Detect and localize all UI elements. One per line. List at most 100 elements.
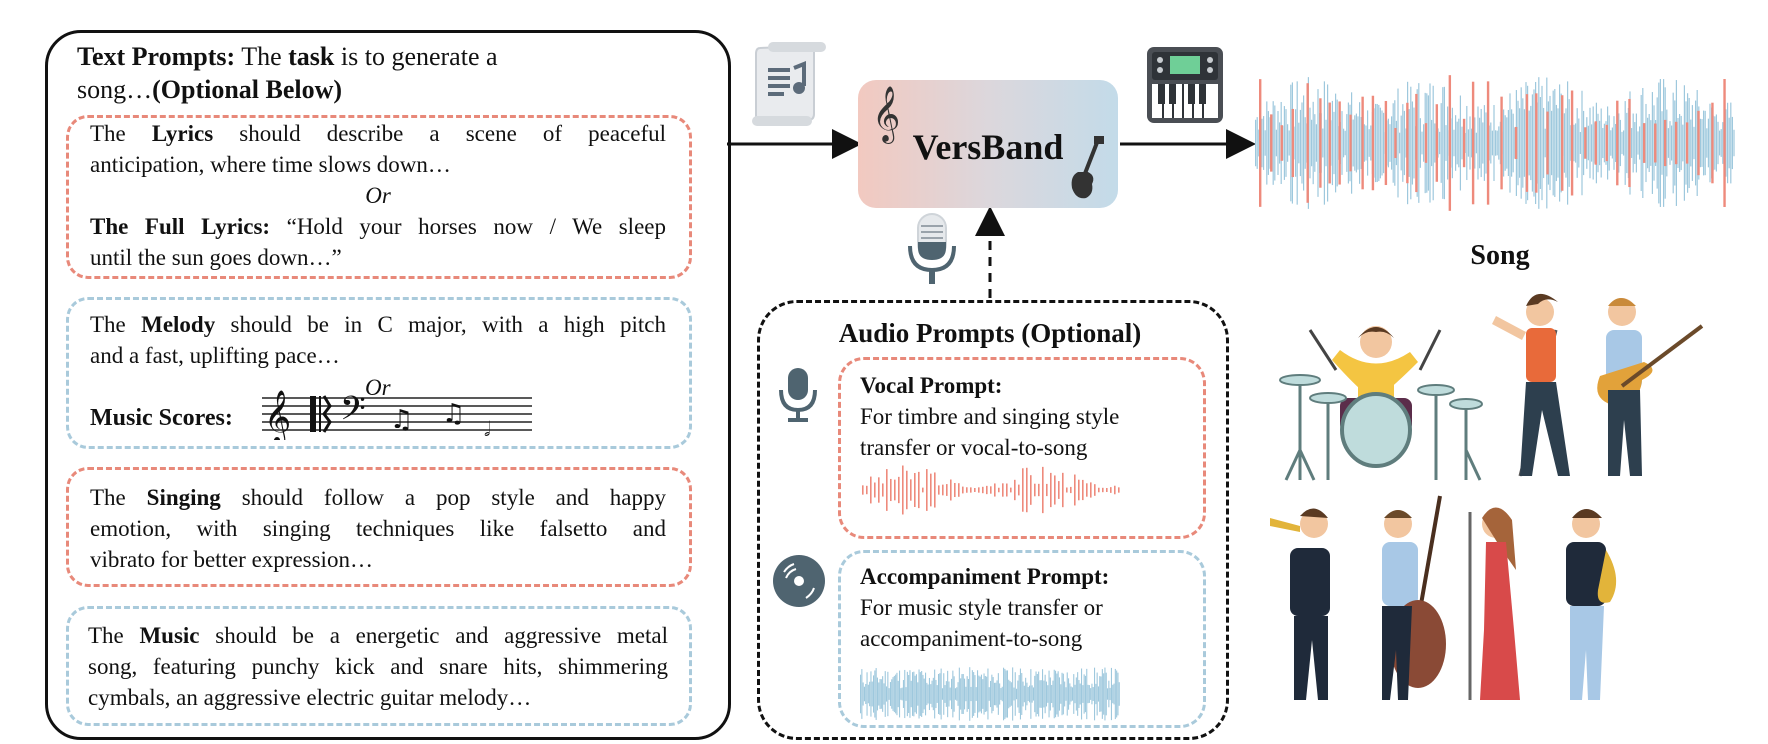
waveform-bar: [1092, 687, 1094, 701]
waveform-bar: [1677, 117, 1679, 169]
waveform-bar: [1605, 124, 1608, 162]
waveform-bar: [899, 670, 901, 718]
waveform-bar: [1299, 109, 1301, 177]
waveform-bar: [1058, 677, 1060, 711]
waveform-bar: [1097, 686, 1099, 702]
waveform-bar: [1109, 687, 1111, 701]
waveform-bar: [1539, 97, 1541, 189]
svg-text:♫: ♫: [390, 405, 413, 435]
waveform-bar: [914, 472, 916, 508]
waveform-bar: [1621, 131, 1623, 155]
text-prompts-header: Text Prompts: The task is to generate a …: [77, 42, 498, 104]
waveform-bar: [1264, 130, 1266, 156]
waveform-bar: [1272, 101, 1274, 185]
waveform-bar: [1086, 668, 1088, 720]
waveform-bar: [1429, 83, 1431, 203]
waveform-bar: [926, 682, 928, 706]
waveform-bar: [1498, 126, 1500, 160]
waveform-bar: [1003, 667, 1005, 721]
waveform-bar: [1034, 483, 1036, 497]
waveform-bar: [1453, 129, 1455, 157]
waveform-bar: [1628, 98, 1631, 188]
waveform-bar: [882, 483, 884, 497]
waveform-bar: [1010, 487, 1012, 493]
waveform-bar: [1114, 485, 1116, 495]
waveform-bar: [1014, 479, 1016, 501]
waveform-bar: [1084, 675, 1086, 713]
waveform-bar: [1070, 686, 1072, 702]
waveform-bar: [1634, 122, 1636, 164]
waveform-bar: [1730, 102, 1732, 184]
waveform-bar: [1038, 483, 1040, 497]
waveform-bar: [1017, 680, 1019, 708]
waveform-bar: [1448, 75, 1452, 211]
waveform-bar: [940, 668, 942, 720]
waveform-bar: [1650, 120, 1652, 166]
waveform-bar: [1038, 671, 1040, 717]
waveform-bar: [1094, 667, 1096, 721]
waveform-bar: [979, 676, 981, 712]
waveform-bar: [1663, 119, 1667, 167]
waveform-bar: [1552, 90, 1554, 196]
waveform-bar: [1568, 99, 1570, 187]
waveform-bar: [986, 676, 988, 712]
waveform-bar: [1682, 124, 1684, 162]
waveform-bar: [1507, 109, 1509, 177]
waveform-bar: [900, 688, 902, 700]
waveform-bar: [1066, 672, 1068, 716]
waveform-bar: [1584, 127, 1587, 159]
waveform-bar: [1370, 125, 1372, 161]
waveform-bar: [1057, 671, 1059, 717]
or-label: Or: [365, 183, 391, 208]
waveform-bar: [1485, 112, 1487, 174]
waveform-bar: [1000, 688, 1002, 700]
female-singer-figure: [1468, 507, 1520, 700]
waveform-bar: [996, 680, 998, 708]
waveform-bar: [1533, 89, 1535, 197]
waveform-bar: [1279, 122, 1281, 164]
waveform-bar: [1045, 681, 1047, 707]
waveform-bar: [1062, 472, 1064, 508]
waveform-bar: [887, 671, 889, 717]
waveform-bar: [1030, 475, 1032, 505]
waveform-bar: [905, 687, 907, 701]
waveform-bar: [902, 680, 904, 708]
waveform-bar: [1666, 109, 1668, 177]
waveform-bar: [1341, 111, 1343, 175]
waveform-bar: [1603, 123, 1605, 163]
waveform-bar: [947, 670, 949, 718]
waveform-bar: [1375, 103, 1377, 183]
waveform-bar: [1075, 677, 1077, 711]
waveform-bar: [954, 482, 956, 498]
waveform-bar: [1105, 672, 1107, 716]
waveform-bar: [980, 674, 982, 714]
waveform-bar: [1311, 119, 1313, 167]
waveform-bar: [1672, 92, 1674, 194]
song-label: Song: [1470, 240, 1530, 271]
trumpet-player-figure: [1270, 508, 1330, 700]
waveform-bar: [891, 679, 893, 709]
waveform-bar: [1363, 124, 1365, 162]
waveform-bar: [1054, 475, 1056, 505]
waveform-bar: [1046, 483, 1048, 497]
waveform-bar: [997, 673, 999, 715]
waveform-bar: [1583, 110, 1585, 176]
waveform-bar: [992, 677, 994, 711]
waveform-bar: [1043, 680, 1045, 708]
waveform-bar: [1581, 90, 1583, 196]
waveform-bar: [1295, 109, 1297, 177]
waveform-bar: [878, 477, 880, 503]
waveform-bar: [1669, 121, 1671, 165]
waveform-bar: [1520, 87, 1522, 199]
waveform-bar: [1381, 110, 1383, 176]
waveform-bar: [1482, 122, 1484, 164]
waveform-bar: [1368, 129, 1370, 157]
waveform-bar: [1561, 95, 1564, 191]
waveform-bar: [1642, 123, 1646, 163]
svg-text:𝄞: 𝄞: [264, 389, 291, 440]
waveform-bar: [1671, 125, 1673, 161]
waveform-bar: [999, 683, 1001, 705]
waveform-bar: [1078, 680, 1080, 708]
waveform-bar: [1006, 483, 1008, 497]
waveform-bar: [1623, 130, 1625, 156]
